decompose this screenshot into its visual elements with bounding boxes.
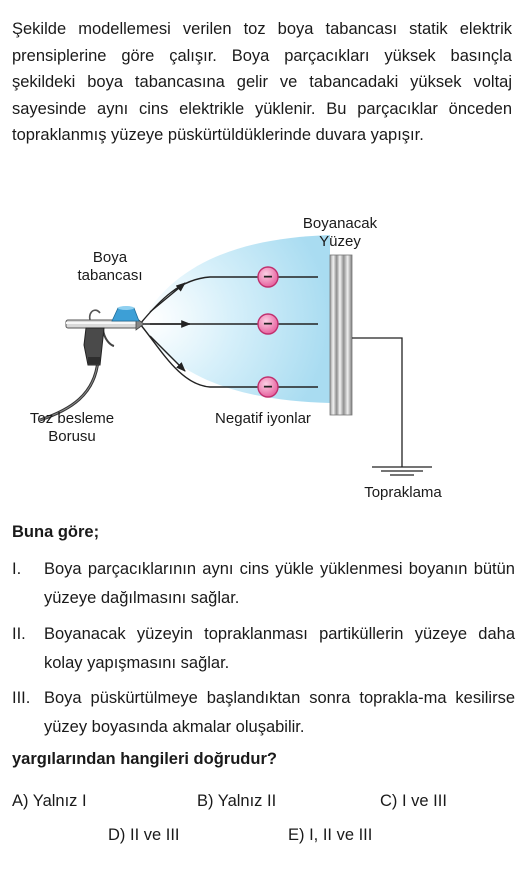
spray-gun-figure: − − − bbox=[0, 205, 527, 505]
ions-label: Negatif iyonlar bbox=[215, 410, 311, 427]
surface-panel bbox=[329, 254, 353, 416]
hose-label: Toz besleme Borusu bbox=[29, 410, 115, 445]
option-b[interactable]: B) Yalnız II bbox=[197, 792, 277, 810]
spray-cloud bbox=[140, 235, 330, 403]
statement-1: I. Boya parçacıklarının aynı cins yükle … bbox=[12, 555, 515, 613]
spray-gun-icon bbox=[39, 306, 145, 422]
statement-number: II. bbox=[12, 625, 26, 643]
negative-ion: − bbox=[257, 376, 279, 398]
svg-text:−: − bbox=[263, 316, 272, 333]
ground-label: Topraklama bbox=[364, 484, 442, 501]
gun-label: Boya tabancası bbox=[77, 249, 143, 284]
ground-symbol-icon bbox=[372, 466, 432, 476]
svg-text:−: − bbox=[263, 379, 272, 396]
statement-text: Boya parçacıklarının aynı cins yükle yük… bbox=[44, 560, 515, 607]
question-prompt: Buna göre; bbox=[12, 523, 100, 541]
option-e[interactable]: E) I, II ve III bbox=[288, 826, 373, 844]
option-d[interactable]: D) II ve III bbox=[108, 826, 180, 844]
statement-number: I. bbox=[12, 560, 22, 578]
question-intro: Şekilde modellemesi verilen toz boya tab… bbox=[12, 20, 512, 144]
statement-number: III. bbox=[12, 689, 31, 707]
option-c[interactable]: C) I ve III bbox=[380, 792, 447, 810]
ground-wire bbox=[352, 337, 403, 467]
ion-trajectories bbox=[139, 276, 318, 388]
question-ask: yargılarından hangileri doğrudur? bbox=[12, 750, 277, 768]
figure-diagram: − − − bbox=[39, 235, 432, 476]
statement-text: Boya püskürtülmeye başlandıktan sonra to… bbox=[44, 689, 515, 736]
statement-text: Boyanacak yüzeyin topraklanması partikül… bbox=[44, 625, 515, 672]
statement-3: III. Boya püskürtülmeye başlandıktan son… bbox=[12, 684, 515, 742]
surface-label: Boyanacak Yüzey bbox=[302, 215, 378, 250]
option-a[interactable]: A) Yalnız I bbox=[12, 792, 87, 810]
statement-2: II. Boyanacak yüzeyin topraklanması part… bbox=[12, 620, 515, 678]
negative-ion: − bbox=[257, 266, 279, 288]
negative-ion: − bbox=[257, 313, 279, 335]
svg-text:−: − bbox=[263, 269, 272, 286]
